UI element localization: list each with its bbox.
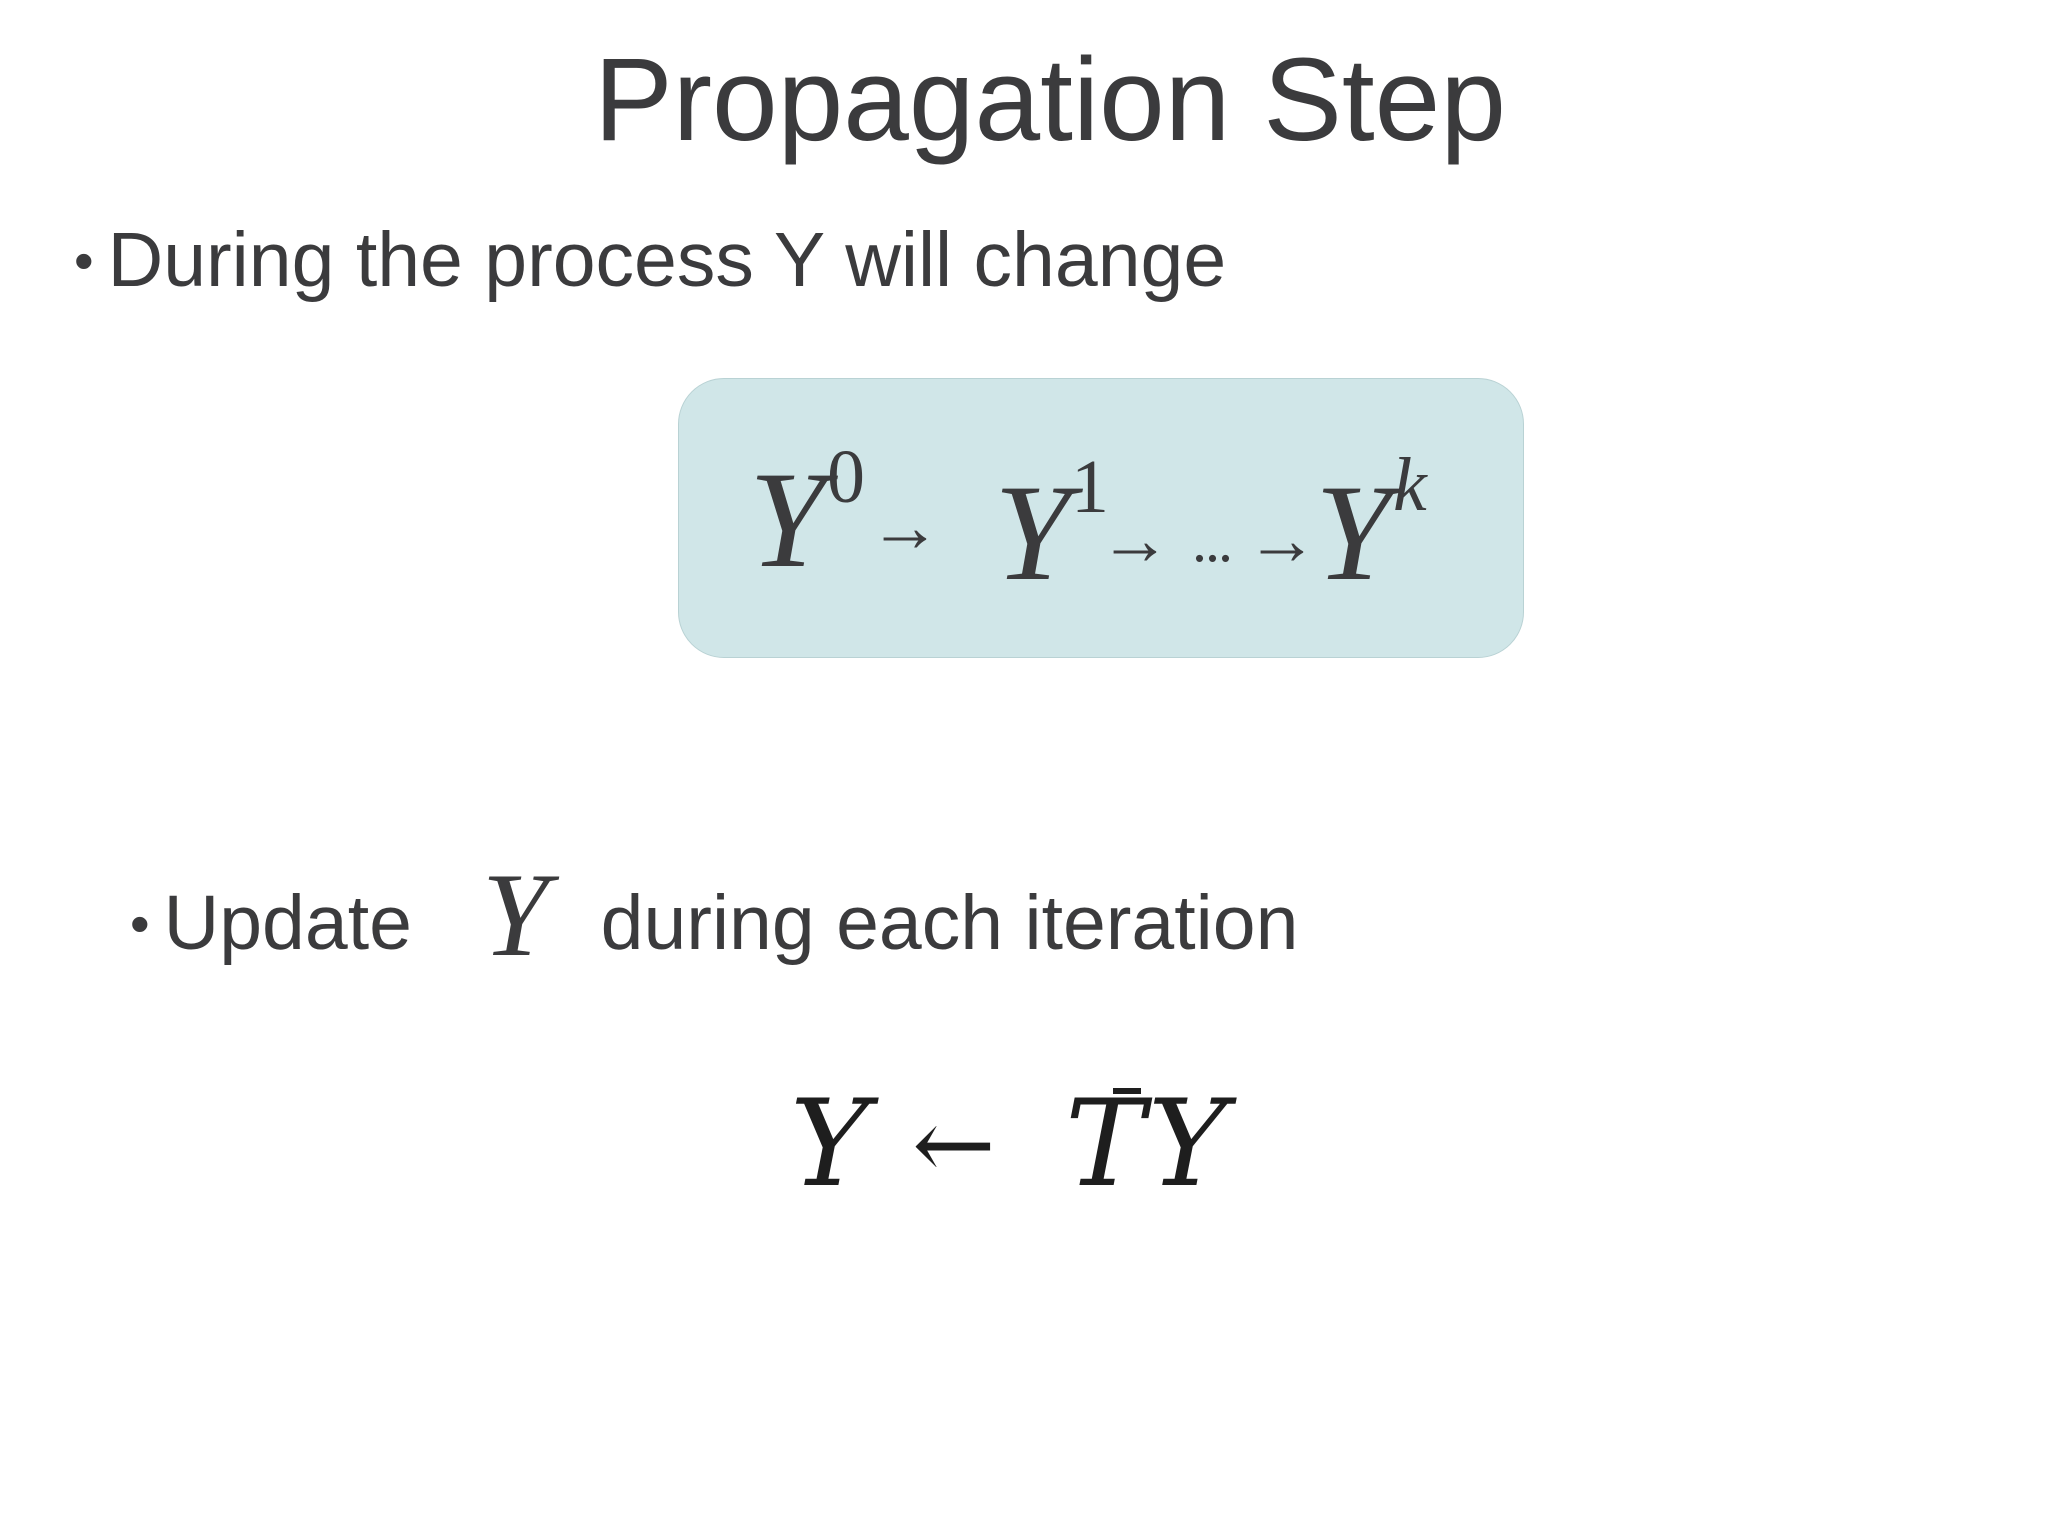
formula-term-yk-superscript: k xyxy=(1393,443,1427,527)
update-formula-rhs: Y xyxy=(1148,1075,1228,1214)
formula-arrow-3: → xyxy=(1246,500,1318,580)
formula-term-y0-base: Y xyxy=(749,443,826,596)
sequence-formula-box: Y 0 → Y 1 → ... → Y k xyxy=(678,378,1524,658)
formula-ellipsis: ... xyxy=(1192,508,1233,574)
update-formula: Y ← T Y xyxy=(790,1080,1350,1210)
bullet-dot: • xyxy=(130,892,150,955)
formula-term-y1-base: Y xyxy=(994,456,1071,609)
bullet-text-after: during each iteration xyxy=(600,880,1299,966)
sequence-formula: Y 0 → Y 1 → ... → Y k xyxy=(749,379,1529,659)
bullet-text: During the process Y will change xyxy=(107,217,1227,303)
formula-term-y0-superscript: 0 xyxy=(827,435,865,519)
update-formula-lhs: Y xyxy=(790,1075,870,1214)
formula-term-yk-base: Y xyxy=(1315,456,1392,609)
bullet-process-change: •During the process Y will change xyxy=(74,215,1226,306)
update-formula-arrow: ← xyxy=(912,1086,996,1203)
formula-term-y1-superscript: 1 xyxy=(1071,445,1109,529)
formula-arrow-1: → xyxy=(869,487,941,567)
update-formula-operator-bar xyxy=(1113,1088,1141,1094)
inline-variable-y: Y xyxy=(481,848,549,981)
bullet-text-before: Update xyxy=(163,880,412,966)
slide-title: Propagation Step xyxy=(594,34,1506,166)
bullet-dot: • xyxy=(74,229,94,292)
update-formula-operator: T xyxy=(1065,1075,1146,1214)
formula-arrow-2: → xyxy=(1099,500,1171,580)
